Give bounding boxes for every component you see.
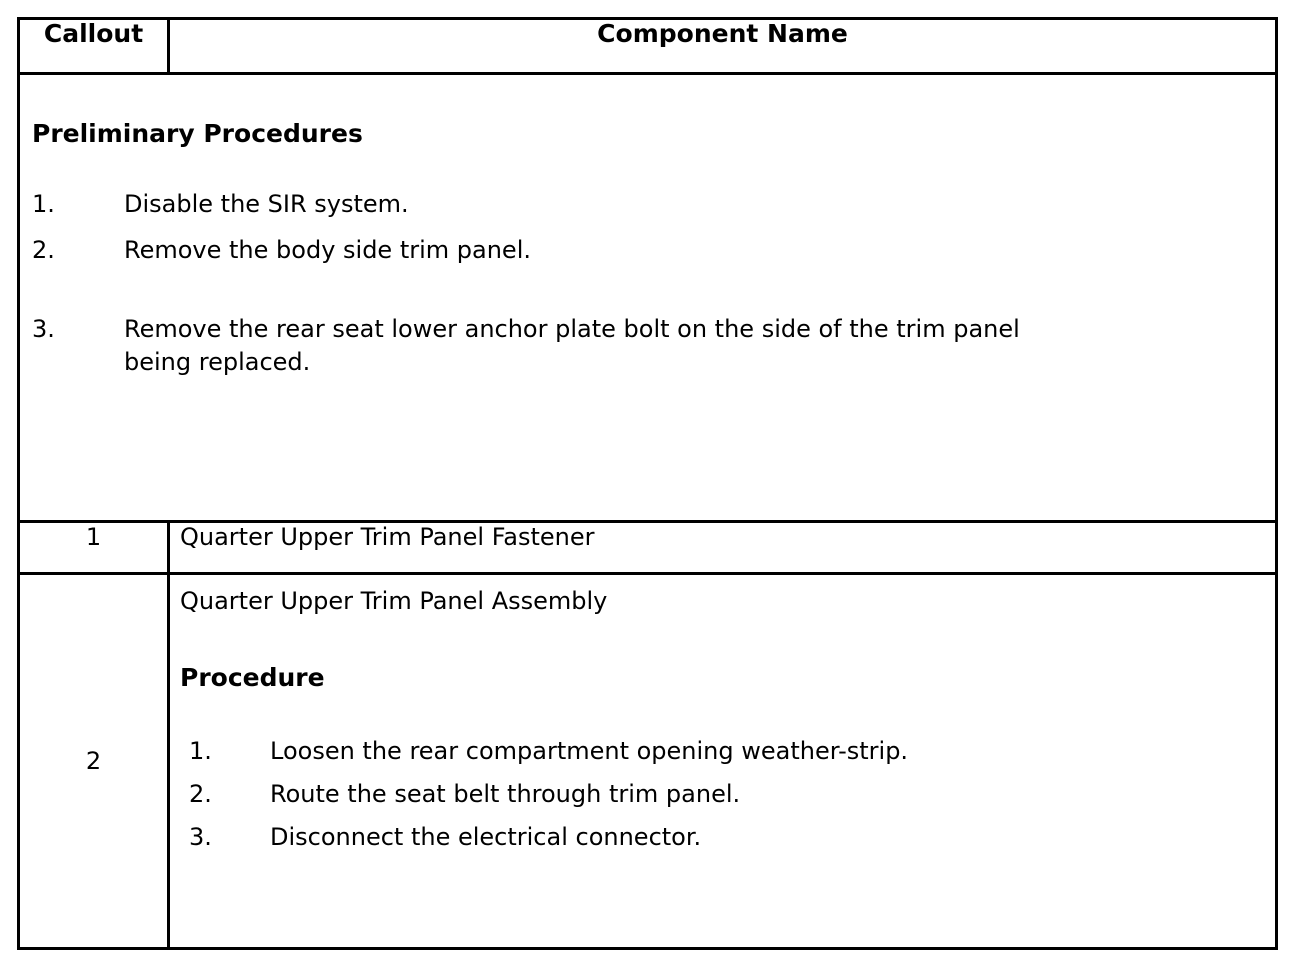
component-name-cell-2: Quarter Upper Trim Panel Assembly Proced…: [167, 572, 1278, 950]
callout-number-1: 1: [17, 520, 170, 575]
step-number: 3.: [189, 822, 212, 851]
table-header-row: Callout Component Name: [17, 17, 1278, 75]
preliminary-procedures-row: Preliminary Procedures 1. Disable the SI…: [17, 72, 1278, 523]
step-number: 1.: [189, 737, 212, 765]
preliminary-procedures-body: Preliminary Procedures 1. Disable the SI…: [20, 75, 1275, 379]
step-text: Loosen the rear compartment opening weat…: [270, 737, 909, 765]
list-item: 1. Loosen the rear compartment opening w…: [189, 737, 1265, 766]
step-number: 1.: [32, 190, 55, 218]
step-number: 3.: [32, 315, 55, 344]
header-component-name: Component Name: [167, 17, 1278, 75]
list-item: 2. Route the seat belt through trim pane…: [189, 780, 1265, 809]
step-text: Remove the body side trim panel.: [124, 236, 531, 265]
component-name-text: Quarter Upper Trim Panel Fastener: [180, 523, 595, 551]
step-text: Route the seat belt through trim panel.: [270, 779, 741, 808]
list-item: 2. Remove the body side trim panel.: [32, 234, 1263, 267]
list-spacer: [32, 280, 1263, 313]
component-name-body: Quarter Upper Trim Panel Assembly Proced…: [170, 575, 1275, 851]
preliminary-procedures-cell: Preliminary Procedures 1. Disable the SI…: [17, 72, 1278, 523]
component-name-text: Quarter Upper Trim Panel Assembly: [180, 587, 608, 615]
step-number: 2.: [32, 236, 55, 265]
list-item: 3. Disconnect the electrical connector.: [189, 823, 1265, 852]
preliminary-step-list: 1. Disable the SIR system. 2. Remove the…: [32, 188, 1263, 379]
table-row: 2 Quarter Upper Trim Panel Assembly Proc…: [17, 572, 1278, 950]
header-callout: Callout: [17, 17, 170, 75]
component-name-cell-1: Quarter Upper Trim Panel Fastener: [167, 520, 1278, 575]
step-text: Disconnect the electrical connector.: [270, 822, 702, 851]
step-text: Disable the SIR system.: [124, 190, 409, 218]
component-table: Callout Component Name Preliminary Proce…: [17, 17, 1278, 950]
callout-number-2: 2: [17, 572, 170, 950]
step-number: 2.: [189, 779, 212, 808]
table-row: 1 Quarter Upper Trim Panel Fastener: [17, 520, 1278, 575]
procedure-title: Procedure: [180, 663, 325, 692]
procedure-step-list: 1. Loosen the rear compartment opening w…: [180, 737, 1265, 851]
list-item: 1. Disable the SIR system.: [32, 188, 1263, 221]
preliminary-procedures-title: Preliminary Procedures: [32, 119, 363, 148]
step-text: Remove the rear seat lower anchor plate …: [124, 315, 1020, 377]
list-item: 3. Remove the rear seat lower anchor pla…: [32, 313, 1263, 379]
